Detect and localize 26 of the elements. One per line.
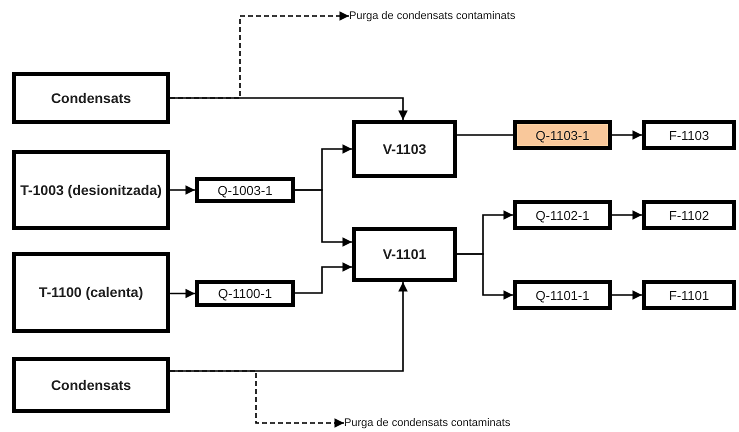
pump-box: Q-1100-1 bbox=[195, 280, 295, 307]
arrow bbox=[170, 288, 195, 298]
arrow bbox=[457, 253, 513, 300]
arrow bbox=[170, 185, 195, 195]
pump-box: Q-1101-1 bbox=[513, 280, 612, 310]
process-box: F-1101 bbox=[642, 280, 736, 310]
arrow bbox=[170, 11, 349, 99]
arrow bbox=[612, 290, 642, 300]
vessel-box: V-1101 bbox=[352, 227, 457, 282]
process-box: F-1103 bbox=[642, 120, 736, 150]
process-box: Condensats bbox=[12, 357, 170, 413]
flow-label: Purga de condensats contaminats bbox=[349, 7, 649, 25]
arrow bbox=[295, 262, 352, 294]
process-box: Condensats bbox=[12, 72, 170, 124]
arrow bbox=[612, 210, 642, 220]
tank-box: T-1003 (desionitzada) bbox=[12, 150, 170, 230]
vessel-box: V-1103 bbox=[352, 120, 457, 178]
pump-box: Q-1103-1 bbox=[513, 120, 612, 150]
arrow bbox=[170, 370, 344, 428]
arrow bbox=[295, 189, 352, 247]
pump-box: Q-1102-1 bbox=[513, 200, 612, 230]
tank-box: T-1100 (calenta) bbox=[12, 252, 170, 333]
arrow bbox=[612, 130, 642, 140]
process-box: F-1102 bbox=[642, 200, 736, 230]
pump-box: Q-1003-1 bbox=[195, 177, 295, 203]
flow-label: Purga de condensats contaminats bbox=[344, 414, 644, 432]
